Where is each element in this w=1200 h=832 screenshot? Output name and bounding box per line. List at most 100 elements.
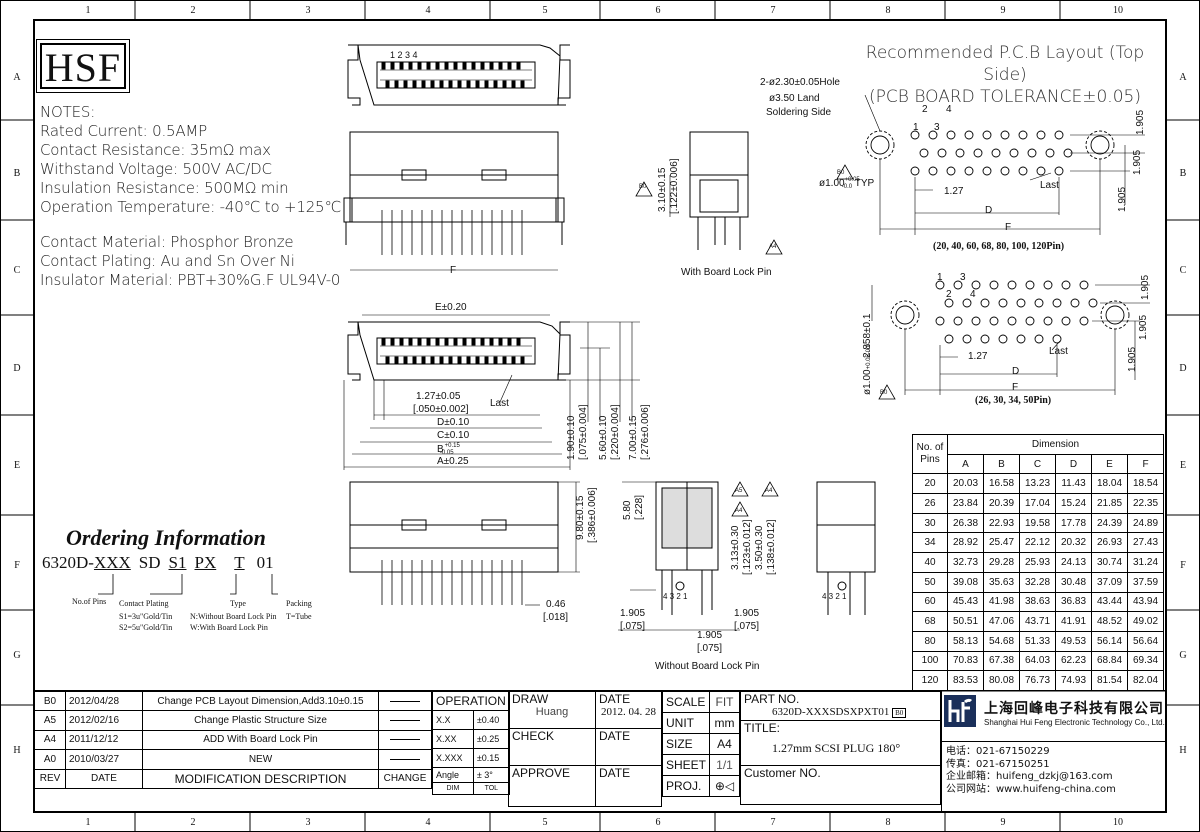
revision-id: A5 xyxy=(34,710,66,731)
zone-row: D xyxy=(1179,363,1187,374)
dim-350: 3.50±0.30 xyxy=(754,525,765,570)
dim-value: 67.38 xyxy=(983,650,1020,672)
pcb-pin-2-bottom: 2 xyxy=(946,289,952,300)
pcb-title-line2: (PCB BOARD TOLERANCE±0.05) xyxy=(869,87,1141,107)
dim-value: 26.38 xyxy=(947,512,984,534)
tol-dim: X.XXX xyxy=(432,748,474,768)
dim-pin-count: 60 xyxy=(912,591,948,613)
ordering-label-pins: No.of Pins xyxy=(72,597,107,606)
dim-value: 17.78 xyxy=(1055,512,1092,534)
dim-b-tol-minus: -0.05 xyxy=(439,450,454,456)
title-cell: TITLE: 1.27mm SCSI PLUG 180° xyxy=(740,720,941,766)
signoff-draw-name: Huang xyxy=(535,706,569,718)
pcb-row-pitch-1: 1.905 xyxy=(1135,109,1146,135)
dim-value: 24.39 xyxy=(1091,512,1128,534)
company-web[interactable]: 公司网站：www.huifeng-china.com xyxy=(946,783,1116,795)
company-email[interactable]: 企业邮箱：huifeng_dzkj@163.com xyxy=(946,771,1113,782)
material-line: Insulator Material: PBT+30%G.F UL94V-0 xyxy=(40,271,341,289)
pcb-d-top: D xyxy=(985,205,993,216)
dim-value: 74.93 xyxy=(1055,670,1092,691)
note-line: Withstand Voltage: 500V AC/DC xyxy=(40,160,272,178)
tri-b0-label: B0 xyxy=(639,184,647,190)
material-line: Contact Material: Phosphor Bronze xyxy=(40,233,294,251)
pcb-typ: TYP xyxy=(854,178,875,189)
pcb-pitch-bottom: 1.27 xyxy=(968,351,988,362)
dim-pin-count: 34 xyxy=(912,532,948,554)
material-line: Contact Plating: Au and Sn Over Ni xyxy=(40,252,295,270)
zone-col: 5 xyxy=(542,817,548,828)
zone-columns-top: 1 2 3 4 5 6 7 8 9 10 xyxy=(34,0,1166,20)
dim-value: 43.94 xyxy=(1127,591,1164,613)
dim-value: 18.04 xyxy=(1091,473,1128,495)
notes-heading: NOTES: xyxy=(40,103,96,121)
dim-980-in: [.386±0.006] xyxy=(587,487,598,543)
pcb-f-top: F xyxy=(1005,222,1012,233)
note-line: Insulation Resistance: 500MΩ min xyxy=(40,179,289,197)
pcb-last-bottom: Last xyxy=(1049,346,1068,357)
dim-value: 36.83 xyxy=(1055,591,1092,613)
dim-value: 76.73 xyxy=(1019,670,1056,691)
dim-value: 20.03 xyxy=(947,473,984,495)
dim-value: 30.48 xyxy=(1055,571,1092,593)
signoff-date-value: 2012. 04. 28 xyxy=(601,706,656,718)
zone-col: 2 xyxy=(190,5,196,16)
company-name-cn: 上海回峰电子科技有限公司 xyxy=(984,701,1164,717)
dim-b: B+0.15-0.05 xyxy=(437,443,460,456)
dim-value: 50.51 xyxy=(947,611,984,632)
pcb-layout-title: Recommended P.C.B Layout (Top Side) (PCB… xyxy=(845,42,1165,108)
revision-change xyxy=(378,749,432,770)
code-packing: T xyxy=(234,553,245,572)
ordering-leaders xyxy=(98,574,278,595)
dim-pin-count: 68 xyxy=(912,611,948,632)
note-line: Rated Current: 0.5AMP xyxy=(40,122,208,140)
dim-b-tol-plus: +0.15 xyxy=(444,443,460,449)
rev-header-rev: REV xyxy=(34,768,66,789)
dim-value: 20.32 xyxy=(1055,532,1092,554)
code-type: PX xyxy=(194,553,217,572)
pcb-hole-tol-minus-bottom: -0.0 xyxy=(866,343,872,355)
zone-col: 1 xyxy=(85,817,91,828)
dim-col-header: C xyxy=(1019,453,1056,475)
customer-no: Customer NO. xyxy=(740,765,941,805)
pcb-d-bottom: D xyxy=(1012,366,1020,377)
tri-a5-label: A5 xyxy=(735,488,743,494)
dim-value: 43.71 xyxy=(1019,611,1056,632)
sheet-value: 1/1 xyxy=(709,754,740,776)
company-logo-icon xyxy=(944,695,976,727)
dim-value: 38.63 xyxy=(1019,591,1056,613)
dim-pitch-in: [.050±0.002] xyxy=(413,404,469,415)
zone-col: 9 xyxy=(1000,817,1006,828)
side-elevation-top xyxy=(343,131,565,271)
dim-value: 31.24 xyxy=(1127,552,1164,573)
dim-f-top: F xyxy=(450,265,457,276)
dim-value: 27.43 xyxy=(1127,532,1164,554)
pcb-pin-4-top: 4 xyxy=(946,104,952,115)
ordering-title: Ordering Information xyxy=(66,525,266,550)
tol-footer-tol: TOL xyxy=(472,782,510,795)
scale-value: FIT xyxy=(709,691,740,713)
dim-value: 32.73 xyxy=(947,552,984,573)
dim-value: 25.93 xyxy=(1019,552,1056,573)
note-line: Contact Resistance: 35mΩ max xyxy=(40,141,271,159)
dim-560-in: [.220±0.004] xyxy=(610,404,621,460)
pcb-hole-tol-minus: -0.0 xyxy=(841,184,853,190)
rev-header-desc: MODIFICATION DESCRIPTION xyxy=(142,768,379,789)
zone-row: A xyxy=(13,72,21,83)
signoff-check: CHECK xyxy=(508,728,596,766)
dim-700-in: [.276±0.006] xyxy=(640,404,651,460)
zone-columns-bottom: 1 2 3 4 5 6 7 8 9 10 xyxy=(34,812,1166,832)
zone-row: H xyxy=(1179,745,1187,756)
dim-1905-right-in: [.075] xyxy=(734,621,760,632)
rev-header-date: DATE xyxy=(65,768,143,789)
dim-313: 3.13±0.30 xyxy=(730,525,741,570)
dim-value: 56.64 xyxy=(1127,630,1164,652)
title-block-grid xyxy=(34,690,1166,692)
dim-value: 25.47 xyxy=(983,532,1020,554)
company-tel: 电话：021-67150229 xyxy=(946,746,1050,757)
